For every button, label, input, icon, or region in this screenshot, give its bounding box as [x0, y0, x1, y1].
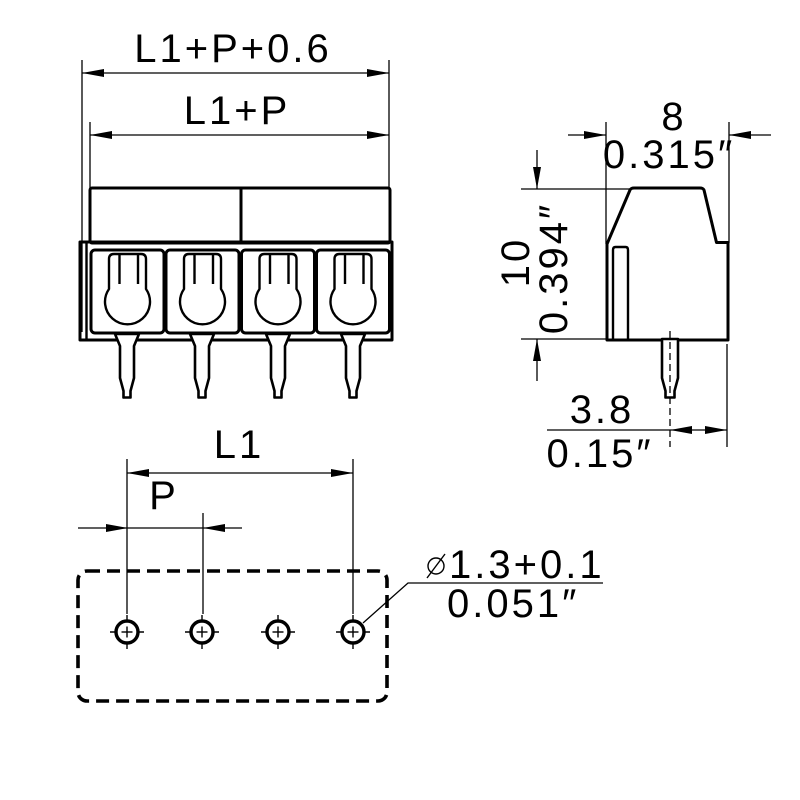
clamp-outline	[103, 252, 152, 326]
leader-line	[362, 582, 603, 624]
side-slot	[611, 245, 630, 340]
dim-arrow	[367, 69, 389, 77]
dim-arrow	[670, 426, 692, 434]
dim-arrow	[729, 131, 751, 139]
dim-label-hole-mm: 1.3+0.1	[449, 543, 605, 587]
pin	[339, 332, 367, 399]
dim-side-width: 8 0.315″	[568, 95, 771, 244]
dim-arrow	[533, 167, 541, 189]
dim-label-hole-in: 0.051″	[447, 582, 579, 626]
dim-label-height-in: 0.394″	[532, 202, 576, 334]
dim-label-side-width-mm: 8	[661, 95, 686, 139]
dim-l1: L1	[127, 423, 353, 477]
dim-label-pin-offset-in: 0.15″	[546, 432, 653, 476]
dim-label-l1: L1	[214, 423, 265, 467]
dim-label-pin-offset-mm: 3.8	[570, 388, 635, 432]
clamp-outline	[178, 252, 227, 326]
diameter-icon	[426, 553, 446, 579]
dim-arrow	[533, 339, 541, 361]
clamp-outline	[254, 252, 302, 326]
dim-pin-to-edge: 3.8 0.15″	[546, 344, 728, 476]
pin	[113, 332, 141, 399]
front-view	[78, 186, 394, 399]
dim-side-height: 10 0.394″	[494, 150, 632, 381]
dim-arrow	[82, 69, 104, 77]
dim-label-pitch: P	[149, 474, 179, 518]
solder-pad	[185, 615, 219, 649]
dim-arrow	[203, 524, 225, 532]
dim-arrow	[367, 131, 389, 139]
solder-pad	[110, 615, 144, 649]
dim-housing-width: L1+P	[89, 89, 389, 188]
pin	[264, 332, 292, 399]
dim-label-total-width: L1+P+0.6	[134, 27, 332, 71]
dim-arrow	[331, 469, 353, 477]
pin	[188, 332, 216, 399]
dim-arrow	[705, 426, 727, 434]
front-lower-housing	[78, 240, 394, 342]
hole-diameter-annotation: 1.3+0.1 0.051″	[362, 543, 605, 626]
dim-arrow	[90, 131, 112, 139]
solder-pad	[261, 615, 295, 649]
footprint-pads	[110, 615, 370, 649]
footprint-outline	[76, 569, 389, 703]
front-cells	[89, 248, 391, 335]
dim-arrow	[106, 524, 128, 532]
dim-total-width: L1+P+0.6	[81, 27, 390, 332]
dim-pitch: P	[78, 474, 242, 532]
dim-arrow	[127, 469, 149, 477]
dim-label-housing-width: L1+P	[184, 89, 291, 133]
front-pins	[113, 332, 367, 399]
front-clamps	[103, 252, 377, 326]
cell-opening	[240, 248, 316, 335]
clamp-outline	[329, 252, 377, 326]
solder-pad	[336, 615, 370, 649]
cell-opening	[315, 248, 391, 335]
footprint-view: L1 P	[76, 423, 389, 703]
dim-label-side-width-in: 0.315″	[603, 133, 735, 177]
cell-opening	[164, 248, 241, 335]
dim-label-height-mm: 10	[494, 237, 538, 288]
dim-arrow	[584, 131, 606, 139]
cell-opening	[89, 248, 166, 335]
